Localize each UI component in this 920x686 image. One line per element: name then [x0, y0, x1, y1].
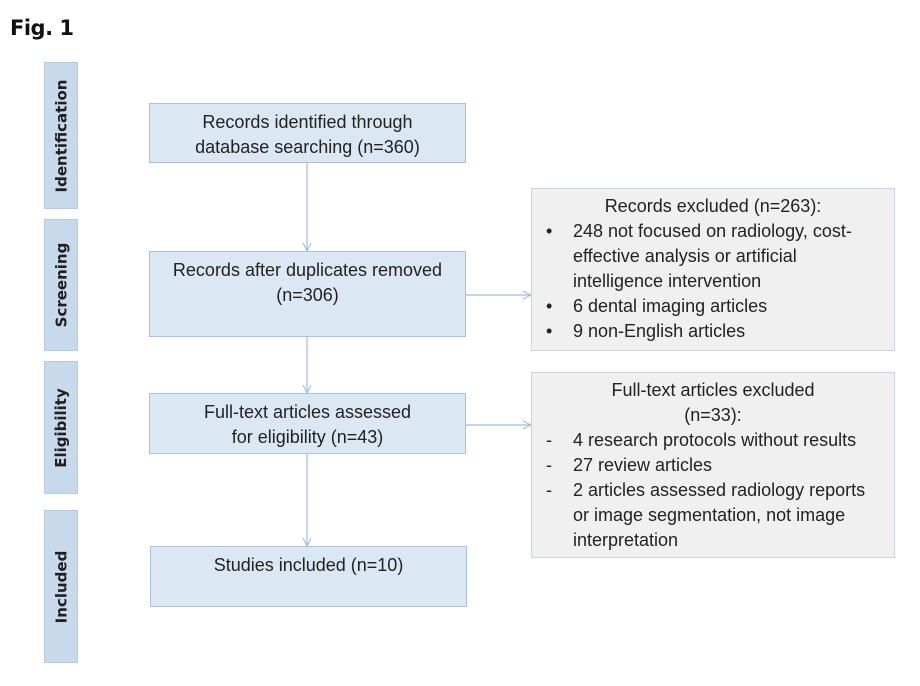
box-text: database searching (n=360)	[195, 137, 420, 157]
stage-screening: Screening	[44, 219, 78, 351]
excluded-fulltext-list: - 4 research protocols without results -…	[538, 428, 888, 553]
list-item-text: intelligence intervention	[573, 271, 762, 291]
excluded-title: (n=33):	[684, 405, 742, 425]
list-item: - 2 articles assessed radiology reports …	[538, 478, 888, 553]
excluded-title: Full-text articles excluded	[611, 380, 815, 400]
box-text: Records identified through	[202, 112, 413, 132]
stage-eligibility: Eligibility	[44, 361, 78, 494]
list-item-text: 248 not focused on radiology, cost-	[573, 221, 852, 241]
list-item-text: 2 articles assessed radiology reports	[573, 480, 866, 500]
bullet-marker: •	[546, 221, 553, 241]
box-records-excluded: Records excluded (n=263): • 248 not focu…	[531, 188, 895, 351]
list-item-text: 6 dental imaging articles	[573, 296, 768, 316]
list-item-text: interpretation	[573, 530, 679, 550]
box-text: Full-text articles assessed	[203, 402, 412, 422]
box-text: for eligibility (n=43)	[231, 427, 384, 447]
box-fulltext-excluded: Full-text articles excluded (n=33): - 4 …	[531, 372, 895, 558]
bullet-marker: •	[546, 296, 553, 316]
box-text: (n=306)	[276, 285, 339, 305]
dash-marker: -	[546, 455, 552, 475]
list-item-text: 27 review articles	[573, 455, 713, 475]
list-item: • 6 dental imaging articles	[538, 294, 888, 319]
box-records-identified: Records identified through database sear…	[149, 103, 466, 163]
figure-label: Fig. 1	[10, 16, 74, 40]
box-fulltext-assessed: Full-text articles assessed for eligibil…	[149, 393, 466, 454]
box-text: Records after duplicates removed	[172, 260, 443, 280]
dash-marker: -	[546, 430, 552, 450]
box-text: Studies included (n=10)	[213, 555, 404, 575]
box-records-screened: Records after duplicates removed (n=306)	[149, 251, 466, 337]
list-item: • 248 not focused on radiology, cost- ef…	[538, 219, 888, 294]
list-item-text: 9 non-English articles	[573, 321, 746, 341]
list-item-text: effective analysis or artificial	[573, 246, 797, 266]
list-item-text: 4 research protocols without results	[573, 430, 857, 450]
dash-marker: -	[546, 480, 552, 500]
bullet-marker: •	[546, 321, 553, 341]
excluded-records-list: • 248 not focused on radiology, cost- ef…	[538, 219, 888, 344]
list-item: • 9 non-English articles	[538, 319, 888, 344]
box-studies-included: Studies included (n=10)	[150, 546, 467, 607]
list-item: - 4 research protocols without results	[538, 428, 888, 453]
excluded-title: Records excluded (n=263):	[604, 196, 822, 216]
list-item-text: or image segmentation, not image	[573, 505, 846, 525]
stage-identification: Identification	[44, 62, 78, 209]
list-item: - 27 review articles	[538, 453, 888, 478]
stage-included: Included	[44, 510, 78, 663]
